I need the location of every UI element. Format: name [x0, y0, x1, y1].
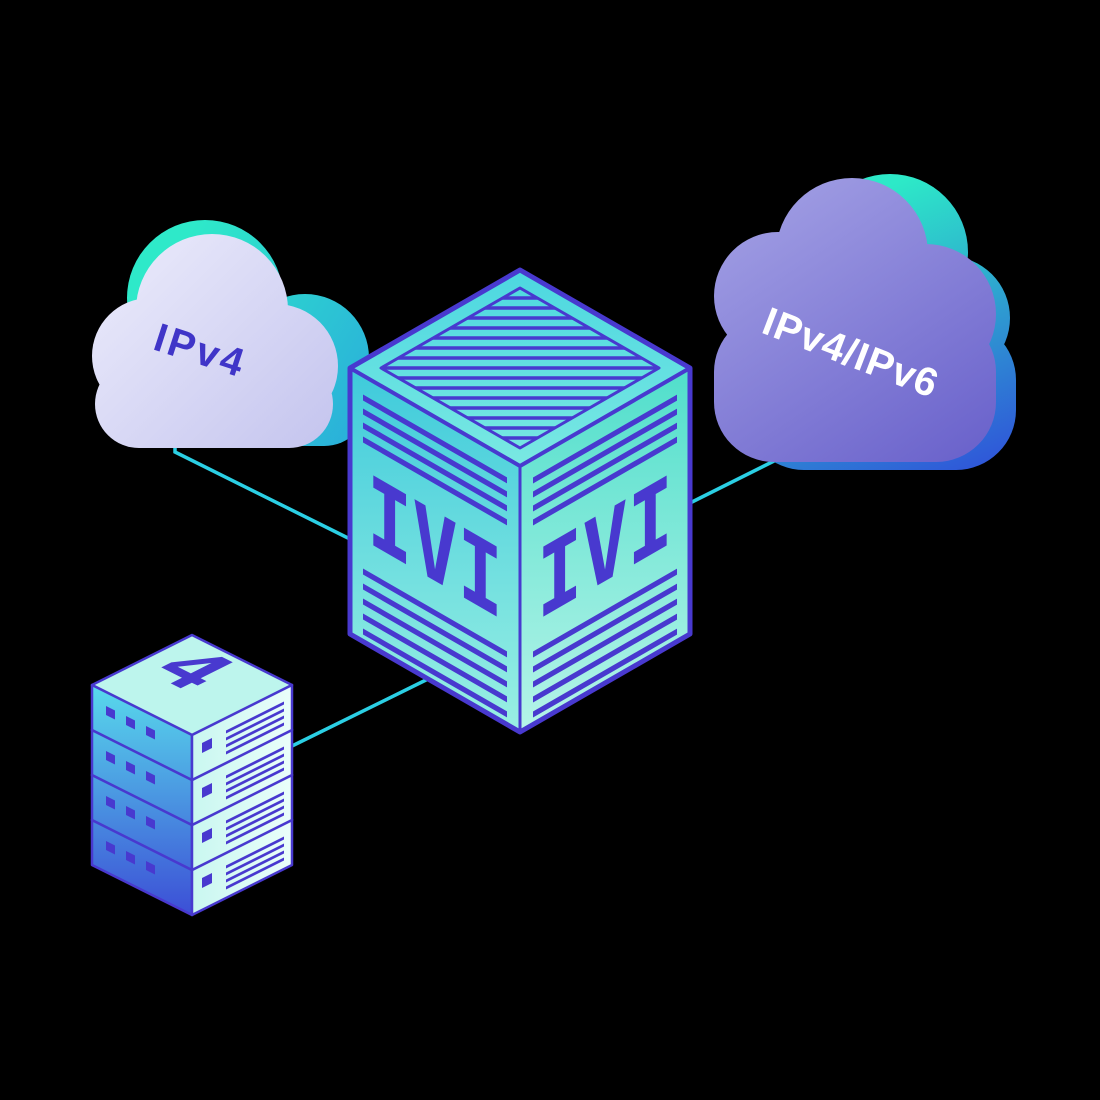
rack-vents	[202, 836, 284, 890]
cube-outline	[347, 267, 693, 735]
ipv4-cloud: IPv4	[92, 220, 369, 448]
rack-led-squares	[106, 751, 155, 785]
cloud-icon	[714, 178, 996, 462]
right-face-top-stripes	[533, 394, 677, 526]
left-face-bottom-stripes	[363, 568, 507, 718]
ivi-translator-cube: IVI IVI	[347, 267, 693, 735]
rack-vents	[202, 701, 284, 755]
rack-vents	[202, 791, 284, 845]
ipv4-ipv6-cloud: IPv4/IPv6	[714, 174, 1016, 470]
rack-vents	[202, 746, 284, 800]
cube-top-inner-border	[379, 286, 661, 450]
left-face-top-stripes	[363, 394, 507, 526]
cloud-icon	[92, 234, 338, 448]
rack-slab: 4	[90, 633, 294, 782]
cube-top-stripes	[381, 296, 659, 440]
connection-rack-to-cube	[291, 676, 431, 748]
rack-led-squares	[106, 706, 155, 740]
rack-led-squares	[106, 796, 155, 830]
rack-led-squares	[106, 841, 155, 875]
right-face-bottom-stripes	[533, 568, 677, 718]
server-rack: 4	[90, 633, 294, 917]
